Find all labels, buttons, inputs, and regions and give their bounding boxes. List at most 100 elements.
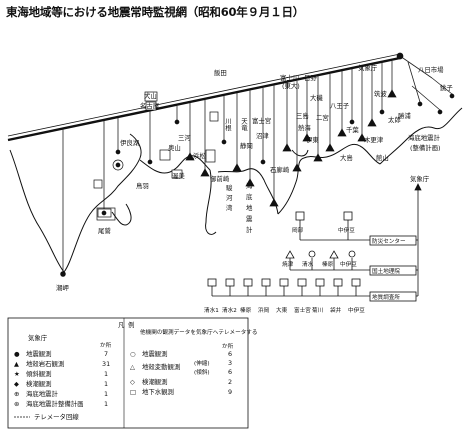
station-owase: [101, 210, 107, 216]
svg-text:防災センター: 防災センター: [372, 237, 406, 245]
svg-text:太郎: 太郎: [388, 115, 401, 124]
svg-text:6: 6: [228, 368, 232, 376]
svg-text:か所: か所: [222, 342, 234, 350]
svg-text:御前崎: 御前崎: [210, 174, 230, 183]
telemeter-trunk: [7, 53, 401, 142]
svg-text:地殻岩石観測: 地殻岩石観測: [26, 359, 64, 368]
svg-text:気象庁: 気象庁: [358, 63, 378, 72]
svg-text:7: 7: [104, 350, 108, 358]
svg-text:大東: 大東: [276, 306, 288, 314]
svg-text:浜岡: 浜岡: [258, 306, 270, 314]
svg-text:三島: 三島: [296, 111, 309, 120]
svg-text:海: 海: [246, 181, 253, 190]
svg-text:(整備計画): (整備計画): [410, 143, 441, 152]
svg-text:1: 1: [104, 390, 108, 398]
svg-text:中伊豆: 中伊豆: [348, 306, 365, 314]
svg-text:名古屋: 名古屋: [140, 101, 160, 110]
svg-text:榛原: 榛原: [240, 306, 252, 314]
svg-text:日野: 日野: [304, 74, 317, 82]
svg-text:沼津: 沼津: [256, 131, 269, 140]
svg-text:大磯: 大磯: [310, 93, 323, 102]
svg-text:□: □: [130, 388, 136, 396]
svg-text:清水: 清水: [302, 260, 314, 268]
svg-text:湾: 湾: [226, 203, 233, 212]
station-shiono: [60, 271, 66, 277]
svg-text:地下水観測: 地下水観測: [142, 387, 174, 396]
svg-text:河: 河: [226, 194, 233, 202]
svg-text:地質調査所: 地質調査所: [372, 293, 400, 301]
svg-text:3: 3: [228, 359, 232, 367]
svg-text:勝浦: 勝浦: [398, 111, 411, 120]
svg-text:中伊豆: 中伊豆: [340, 260, 357, 268]
svg-text:(伸縮): (伸縮): [194, 359, 210, 367]
svg-text:千葉: 千葉: [346, 125, 359, 134]
place-labels: 気象庁 銚子 八日市場 日野 富士川 (東大) 飯田 犬山 名古屋 川根 天竜 …: [56, 63, 453, 292]
svg-text:31: 31: [102, 360, 110, 368]
svg-text:震: 震: [246, 215, 253, 223]
svg-text:(傾斜): (傾斜): [194, 368, 210, 376]
svg-text:飯田: 飯田: [214, 68, 227, 77]
svg-text:○: ○: [130, 350, 136, 358]
svg-text:富士宮: 富士宮: [294, 306, 311, 314]
svg-text:★: ★: [14, 370, 20, 378]
svg-text:(東大): (東大): [282, 81, 300, 90]
coastline: [9, 107, 463, 273]
svg-text:海底地震計: 海底地震計: [26, 389, 59, 398]
svg-text:例: 例: [128, 320, 134, 329]
svg-text:2: 2: [228, 378, 232, 386]
svg-text:尾鷲: 尾鷲: [98, 226, 111, 235]
svg-text:静岡: 静岡: [240, 141, 253, 150]
svg-text:袋井: 袋井: [330, 306, 342, 314]
svg-text:1: 1: [104, 400, 108, 408]
svg-text:清水2: 清水2: [222, 306, 237, 314]
svg-text:▲: ▲: [14, 360, 19, 368]
svg-text:9: 9: [228, 388, 232, 396]
svg-text:地殻変動観測: 地殻変動観測: [142, 362, 180, 371]
svg-text:富士宮: 富士宮: [252, 116, 271, 125]
svg-text:傾斜観測: 傾斜観測: [26, 369, 52, 378]
svg-text:八王子: 八王子: [330, 102, 350, 110]
svg-text:犬山: 犬山: [144, 91, 157, 100]
svg-text:清水1: 清水1: [204, 306, 219, 314]
svg-text:◇: ◇: [130, 378, 135, 386]
svg-text:国土地理院: 国土地理院: [372, 267, 400, 275]
svg-text:菊川: 菊川: [312, 306, 323, 314]
svg-text:か所: か所: [100, 341, 112, 349]
legend: 凡 例 気象庁 か所 他機関の観測データを気象庁へテレメータする か所 ● 地震…: [7, 317, 257, 429]
svg-text:地震観測: 地震観測: [26, 349, 52, 358]
svg-text:三河: 三河: [178, 134, 191, 142]
svg-text:八日市場: 八日市場: [418, 65, 444, 74]
svg-text:計: 計: [246, 225, 253, 234]
svg-text:駿: 駿: [226, 183, 233, 192]
map-title: 東海地域等における地震常時監視網（昭和60年９月１日）: [6, 5, 305, 19]
svg-text:伊東: 伊東: [306, 135, 319, 144]
svg-text:銚子: 銚子: [440, 83, 453, 92]
svg-text:石廊崎: 石廊崎: [270, 165, 290, 174]
svg-text:岡部: 岡部: [292, 226, 304, 234]
svg-text:潮岬: 潮岬: [56, 283, 69, 292]
svg-text:気象庁: 気象庁: [410, 174, 430, 183]
svg-text:地: 地: [246, 203, 253, 212]
svg-text:富士川: 富士川: [280, 73, 299, 82]
svg-text:熱海: 熱海: [298, 123, 311, 132]
svg-text:△: △: [130, 363, 135, 371]
network-labels: 気象庁 防災センター 国土地理院 地質調査所 岡部 中伊豆 焼津 清水 榛原 中…: [204, 174, 430, 314]
svg-text:伊良湖: 伊良湖: [120, 138, 139, 147]
svg-text:中伊豆: 中伊豆: [338, 226, 355, 234]
svg-text:奥山: 奥山: [168, 143, 181, 152]
svg-text:榛原: 榛原: [322, 260, 334, 268]
svg-text:木更津: 木更津: [364, 135, 384, 144]
stations: [60, 52, 455, 277]
svg-text:二宮: 二宮: [316, 113, 329, 122]
svg-text:海底地震計: 海底地震計: [408, 133, 441, 142]
svg-text:1: 1: [104, 380, 108, 388]
svg-text:凡: 凡: [118, 321, 125, 329]
svg-text:川根: 川根: [224, 118, 232, 132]
svg-text:検潮観測: 検潮観測: [142, 377, 168, 386]
svg-text:気象庁: 気象庁: [28, 333, 48, 342]
svg-text:他機関の観測データを気象庁へテレメータする: 他機関の観測データを気象庁へテレメータする: [140, 328, 257, 336]
svg-text:6: 6: [228, 350, 232, 358]
svg-text:検潮観測: 検潮観測: [26, 379, 52, 388]
